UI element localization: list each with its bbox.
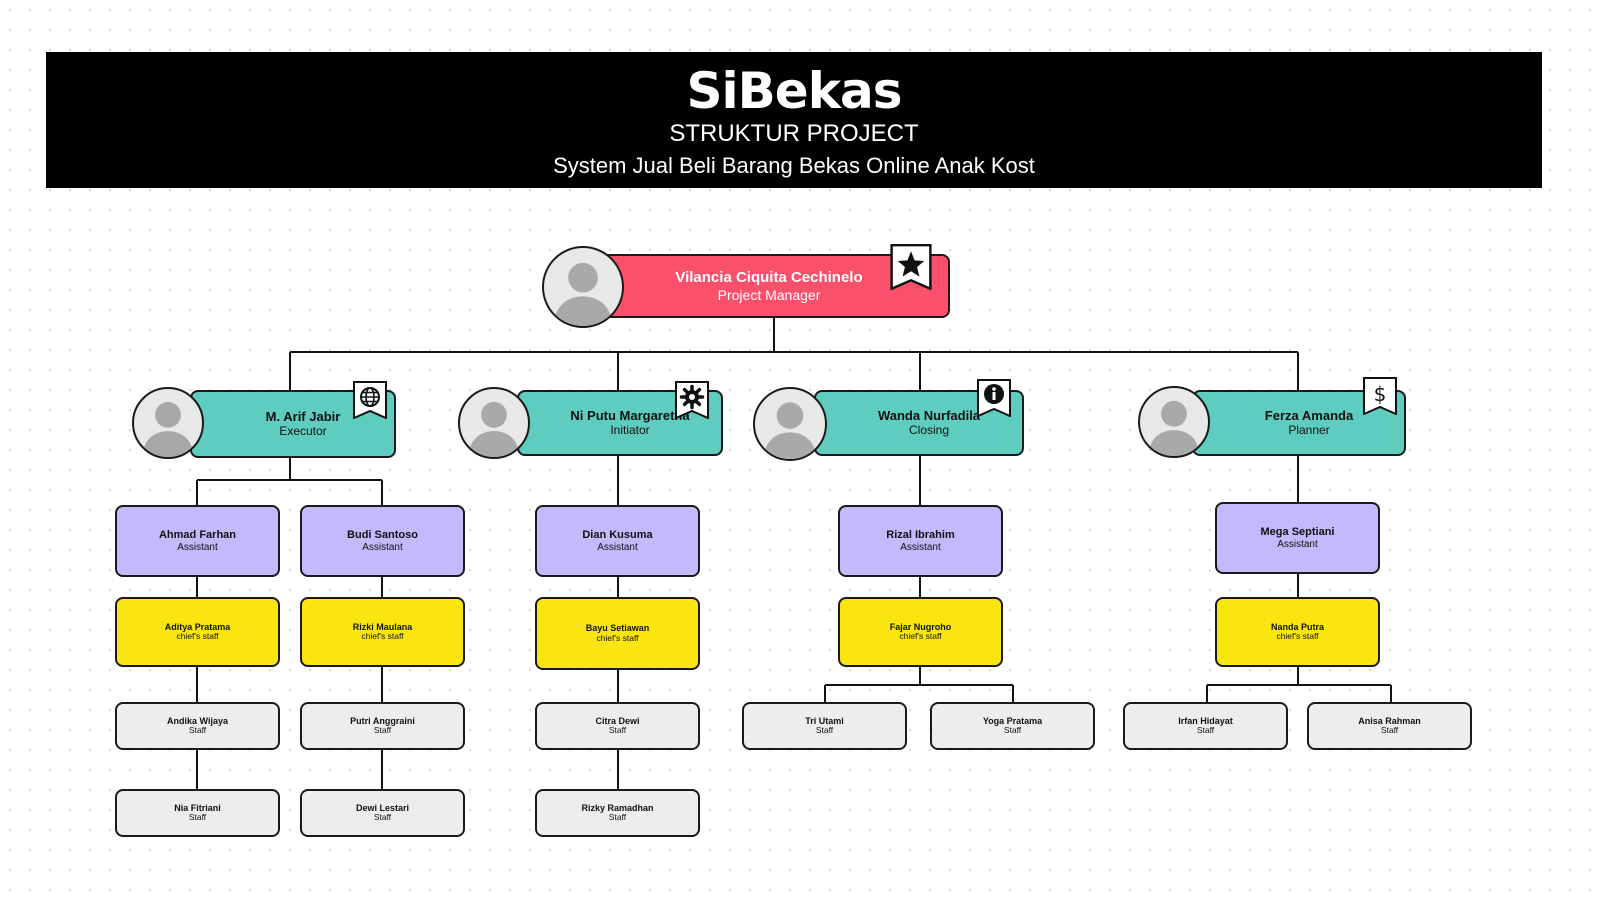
assistant-role: Assistant [362,541,403,553]
page-description: System Jual Beli Barang Bekas Online Ana… [553,153,1035,178]
assistant-role: Assistant [177,541,218,553]
staff-name: Nia Fitriani [174,802,221,813]
lead-role: Initiator [610,422,650,437]
staff-card[interactable]: Rizky Ramadhan Staff [535,789,700,837]
avatar [753,387,827,461]
assistant-name: Mega Septiani [1260,525,1335,538]
lead-name: Wanda Nurfadila [877,407,981,423]
staff-name: Tri Utami [805,715,844,726]
assistant-card[interactable]: Rizal Ibrahim Assistant [838,505,1003,577]
lead-card-initiator[interactable]: Ni Putu Margaretha Initiator [517,390,723,456]
lead-name: Ferza Amanda [1264,407,1354,423]
header-banner: SiBekas STRUKTUR PROJECT System Jual Bel… [46,52,1542,188]
assistant-role: Assistant [900,541,941,553]
manager-name: Vilancia Ciquita Cechinelo [675,269,863,287]
staff-card[interactable]: Dewi Lestari Staff [300,789,465,837]
avatar [1138,386,1210,458]
assistant-card[interactable]: Mega Septiani Assistant [1215,502,1380,574]
info-icon [977,379,1011,417]
staff-name: Dewi Lestari [355,802,410,813]
lead-role: Closing [908,422,950,437]
staff-role: Staff [1196,725,1215,736]
avatar [542,246,624,328]
staff-role: Staff [373,725,392,736]
chief-staff-role: chief's staff [596,632,639,643]
connector-closing-branch [824,456,1014,702]
staff-card[interactable]: Irfan Hidayat Staff [1123,702,1288,750]
assistant-name: Rizal Ibrahim [886,528,955,541]
globe-icon [353,381,387,419]
avatar [458,387,530,459]
chief-staff-card[interactable]: Aditya Pratama chief's staff [115,597,280,667]
staff-role: Staff [815,725,834,736]
chief-staff-name: Rizki Maulana [352,621,413,632]
chief-staff-role: chief's staff [1276,631,1319,642]
assistant-name: Ahmad Farhan [158,528,236,541]
staff-role: Staff [1380,725,1399,736]
staff-card[interactable]: Yoga Pratama Staff [930,702,1095,750]
chief-staff-card[interactable]: Bayu Setiawan chief's staff [535,597,700,670]
staff-card[interactable]: Putri Anggraini Staff [300,702,465,750]
lead-name: M. Arif Jabir [265,408,341,424]
manager-card[interactable]: Vilancia Ciquita Cechinelo Project Manag… [588,254,950,318]
manager-role: Project Manager [717,286,821,303]
chief-staff-role: chief's staff [361,631,404,642]
staff-card[interactable]: Nia Fitriani Staff [115,789,280,837]
staff-name: Rizky Ramadhan [581,802,654,813]
chief-staff-role: chief's staff [899,631,942,642]
staff-role: Staff [608,812,627,823]
staff-name: Putri Anggraini [350,715,415,726]
staff-name: Yoga Pratama [982,715,1043,726]
svg-text:$: $ [1374,382,1387,406]
chief-staff-card[interactable]: Nanda Putra chief's staff [1215,597,1380,667]
assistant-card[interactable]: Dian Kusuma Assistant [535,505,700,577]
assistant-name: Budi Santoso [347,528,418,541]
assistant-name: Dian Kusuma [582,528,653,541]
staff-card[interactable]: Anisa Rahman Staff [1307,702,1472,750]
assistant-role: Assistant [597,541,638,553]
staff-name: Anisa Rahman [1358,715,1421,726]
staff-name: Citra Dewi [595,715,640,726]
chief-staff-card[interactable]: Rizki Maulana chief's staff [300,597,465,667]
chief-staff-role: chief's staff [176,631,219,642]
staff-role: Staff [1003,725,1022,736]
assistant-card[interactable]: Budi Santoso Assistant [300,505,465,577]
assistant-card[interactable]: Ahmad Farhan Assistant [115,505,280,577]
star-icon [890,244,932,290]
app-title: SiBekas [686,62,903,120]
chief-staff-name: Aditya Pratama [164,621,231,632]
staff-name: Andika Wijaya [167,715,228,726]
staff-role: Staff [188,725,207,736]
page-subtitle: STRUKTUR PROJECT [669,120,919,147]
staff-name: Irfan Hidayat [1178,715,1233,726]
staff-role: Staff [188,812,207,823]
staff-card[interactable]: Andika Wijaya Staff [115,702,280,750]
staff-role: Staff [608,725,627,736]
gear-icon [675,381,709,419]
lead-role: Executor [279,423,327,438]
staff-card[interactable]: Tri Utami Staff [742,702,907,750]
assistant-role: Assistant [1277,538,1318,550]
connector-manager-to-leads [289,318,1299,390]
dollar-icon: $ [1363,377,1397,415]
chief-staff-name: Bayu Setiawan [585,623,650,634]
connector-planner-branch [1206,456,1392,702]
chief-staff-card[interactable]: Fajar Nugroho chief's staff [838,597,1003,667]
avatar [132,387,204,459]
staff-card[interactable]: Citra Dewi Staff [535,702,700,750]
lead-role: Planner [1288,422,1330,437]
connector-executor-branch [196,458,383,789]
lead-name: Ni Putu Margaretha [570,407,690,423]
chief-staff-name: Fajar Nugroho [889,621,952,632]
staff-role: Staff [373,812,392,823]
chief-staff-name: Nanda Putra [1270,621,1324,632]
